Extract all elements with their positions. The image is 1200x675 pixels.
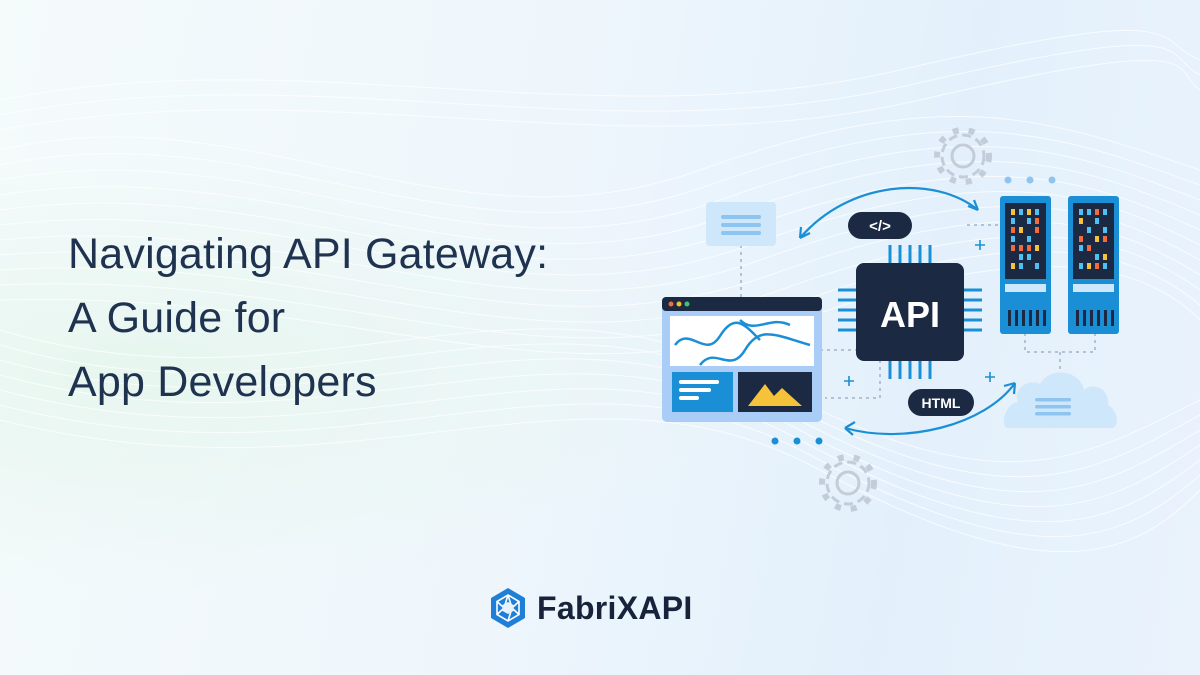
- browser-window-icon: [662, 297, 822, 422]
- api-chip-icon: API: [838, 245, 982, 379]
- chip-label: API: [880, 294, 940, 335]
- code-badge: </>: [848, 212, 912, 239]
- fabrixapi-logo-icon: [491, 588, 525, 628]
- title-line-1: Navigating API Gateway:: [68, 230, 549, 278]
- gear-icon: [934, 127, 992, 185]
- code-badge-label: </>: [869, 218, 891, 235]
- html-badge: HTML: [908, 389, 974, 416]
- api-gateway-illustration: API </> HTML: [662, 127, 1119, 512]
- server-rack-icon: [1000, 196, 1051, 334]
- gear-icon: [819, 454, 877, 512]
- server-rack-icon: [1068, 196, 1119, 334]
- title-line-2: A Guide for: [68, 294, 286, 342]
- document-card-icon: [706, 202, 776, 246]
- brand-logo-lockup: FabriXAPI: [486, 582, 693, 634]
- title-line-3: App Developers: [68, 358, 377, 406]
- page-title: Navigating API Gateway: A Guide for App …: [68, 222, 628, 414]
- html-badge-label: HTML: [922, 395, 961, 411]
- cloud-icon: [1003, 372, 1117, 428]
- brand-name: FabriXAPI: [537, 589, 693, 626]
